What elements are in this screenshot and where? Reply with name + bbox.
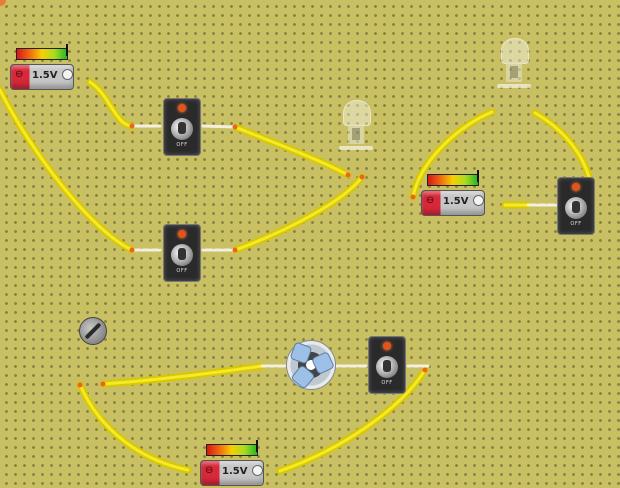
wire-highlight xyxy=(278,368,427,473)
wire-highlight xyxy=(233,125,350,177)
bulb-base xyxy=(506,62,522,82)
minus-terminal-icon: ⊖ xyxy=(426,195,435,206)
led-indicator-icon xyxy=(178,230,186,238)
bulb-foot xyxy=(339,146,373,150)
led-indicator-icon xyxy=(383,342,391,350)
plus-terminal-icon xyxy=(473,195,484,206)
screw-slot xyxy=(84,322,102,340)
screw-icon[interactable] xyxy=(79,317,107,345)
battery-voltage-label: 1.5V xyxy=(222,466,248,477)
toggle-lever-icon[interactable] xyxy=(383,360,391,372)
connector-dot[interactable] xyxy=(232,247,238,253)
wire-highlight xyxy=(411,110,494,199)
charge-meter-tip xyxy=(477,170,479,182)
led-indicator-icon xyxy=(572,183,580,191)
light-bulb-icon[interactable] xyxy=(497,38,531,92)
battery-top-left[interactable]: ⊖ 1.5V xyxy=(10,44,74,92)
wire[interactable] xyxy=(76,381,192,474)
toggle-switch[interactable]: OFF xyxy=(163,224,201,282)
component-lead xyxy=(201,124,237,129)
minus-terminal-icon: ⊖ xyxy=(15,69,24,80)
bulb-filament xyxy=(510,66,518,78)
battery-right[interactable]: ⊖ 1.5V xyxy=(421,170,485,218)
wire-highlight xyxy=(0,88,134,252)
wire[interactable] xyxy=(231,173,366,254)
switch-state-label: OFF xyxy=(176,142,188,148)
connector-dot[interactable] xyxy=(129,123,135,129)
wire-highlight xyxy=(101,364,264,386)
bulb-foot xyxy=(497,84,531,88)
connector-dot[interactable] xyxy=(100,381,106,387)
bulb-glass xyxy=(501,38,529,64)
charge-meter xyxy=(16,48,68,60)
toggle-switch[interactable]: OFF xyxy=(368,336,406,394)
plus-terminal-icon xyxy=(62,69,73,80)
battery-voltage-label: 1.5V xyxy=(32,70,58,81)
battery-bottom[interactable]: ⊖ 1.5V xyxy=(200,440,264,488)
plus-terminal-icon xyxy=(252,465,263,476)
charge-meter-tip xyxy=(66,44,68,56)
connector-dot[interactable] xyxy=(410,194,416,200)
minus-terminal-icon: ⊖ xyxy=(205,465,214,476)
wire-highlight xyxy=(233,175,364,252)
wire-highlight xyxy=(88,80,134,128)
charge-meter-tip xyxy=(256,440,258,452)
connector-dot[interactable] xyxy=(232,124,238,130)
toggle-lever-icon[interactable] xyxy=(572,201,580,213)
charge-meter xyxy=(206,444,258,456)
light-bulb-icon[interactable] xyxy=(339,100,373,154)
bulb-glass xyxy=(343,100,371,126)
fan-icon[interactable] xyxy=(286,340,336,390)
toggle-switch[interactable]: OFF xyxy=(557,177,595,235)
switch-state-label: OFF xyxy=(381,380,393,386)
wire-highlight xyxy=(78,383,190,472)
connector-dot[interactable] xyxy=(345,172,351,178)
switch-state-label: OFF xyxy=(176,268,188,274)
connector-dot[interactable] xyxy=(359,174,365,180)
corner-marker xyxy=(0,0,6,6)
connector-dot[interactable] xyxy=(129,247,135,253)
toggle-lever-icon[interactable] xyxy=(178,248,186,260)
toggle-lever-icon[interactable] xyxy=(178,122,186,134)
battery-voltage-label: 1.5V xyxy=(443,196,469,207)
led-indicator-icon xyxy=(178,104,186,112)
toggle-switch[interactable]: OFF xyxy=(163,98,201,156)
bulb-base xyxy=(348,124,364,144)
connector-dot[interactable] xyxy=(77,382,83,388)
bulb-filament xyxy=(352,128,360,140)
charge-meter xyxy=(427,174,479,186)
connector-dot[interactable] xyxy=(422,367,428,373)
switch-state-label: OFF xyxy=(570,221,582,227)
